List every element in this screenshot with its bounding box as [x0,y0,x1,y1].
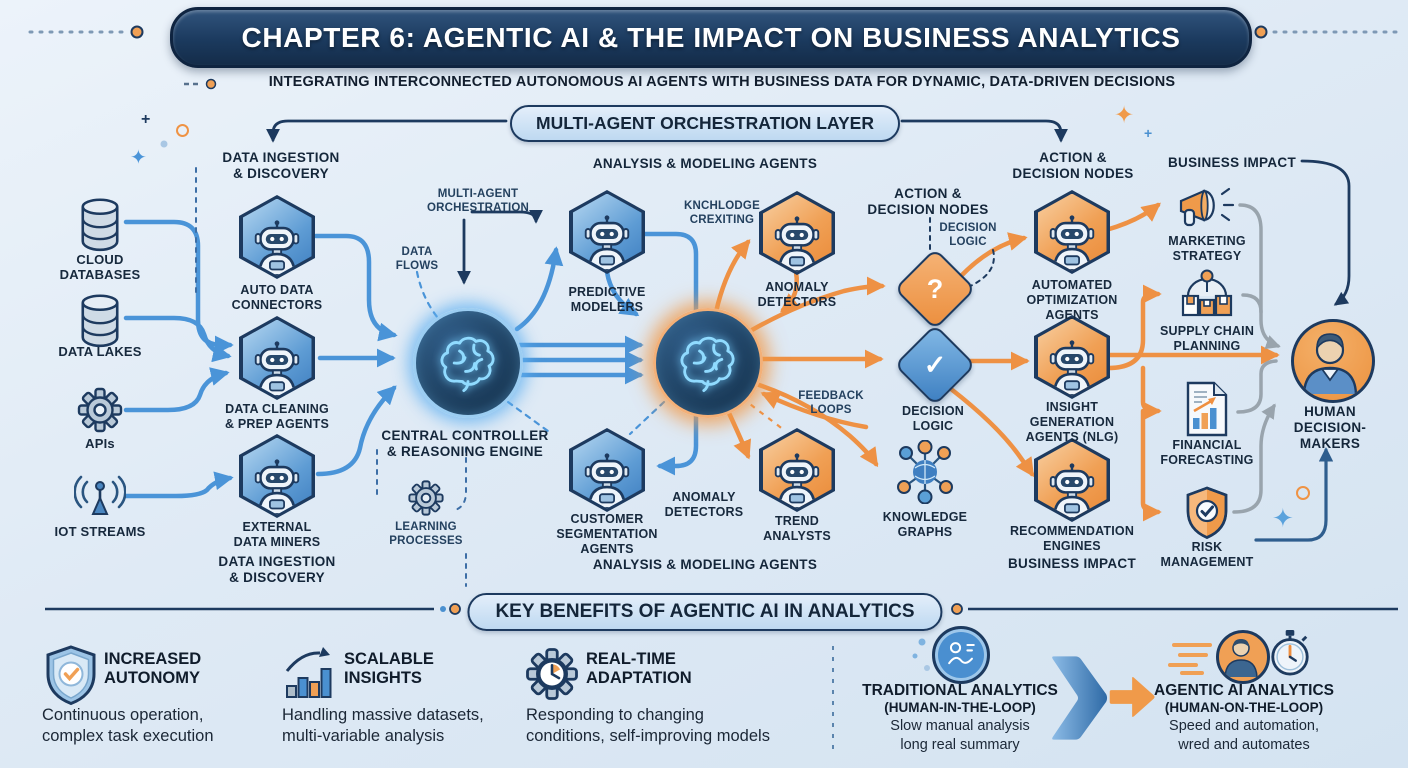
heading-ingestion-bottom: DATA INGESTION & DISCOVERY [218,554,336,585]
brain-icon [672,327,744,399]
shield-icon [1186,486,1228,539]
impact-label: SUPPLY CHAIN PLANNING [1159,324,1255,353]
agent-label: AUTOMATED OPTIMIZATION AGENTS [1026,278,1118,322]
knowledge-graphs-label: KNOWLEDGE GRAPHS [882,510,968,539]
page-subtitle: INTEGRATING INTERCONNECTED AUTONOMOUS AI… [268,74,1176,90]
agent-label: DATA CLEANING & PREP AGENTS [224,402,330,431]
impact-label: RISK MANAGEMENT [1160,540,1254,569]
source-label: APIs [85,436,115,451]
recommendation-engines-node [1034,438,1110,522]
benefits-banner: KEY BENEFITS OF AGENTIC AI IN ANALYTICS [467,593,943,631]
trend-analysts-node [759,428,835,512]
ring-decoration [1296,486,1310,500]
plus-decoration: + [141,111,151,128]
transition-arrow-icon [1109,677,1155,717]
agent-label: PREDICTIVE MODELERS [568,285,646,314]
external-data-miners-node [239,434,315,518]
bar-chart-icon [285,647,332,698]
orchestration-layer-banner: MULTI-AGENT ORCHESTRATION LAYER [509,105,901,142]
reasoning-hub-node [653,308,763,418]
source-label: CLOUD DATABASES [59,252,141,283]
question-mark-icon: ? [926,273,944,304]
person-icon [1302,333,1358,398]
benefit-desc: Responding to changing conditions, self-… [526,706,770,746]
heading-impact-bottom: BUSINESS IMPACT [1007,556,1137,571]
agent-label: RECOMMENDATION ENGINES [1009,524,1135,553]
agentic-desc: Speed and automation, wred and automates [1169,718,1319,753]
auto-data-connectors-node [239,195,315,279]
central-controller-label: CENTRAL CONTROLLER & REASONING ENGINE [381,428,549,459]
decision-logic-label: DECISION LOGIC [901,404,965,433]
traditional-subtitle: (HUMAN-IN-THE-LOOP) [884,700,1036,715]
database-icon [74,196,126,252]
agentic-person-icon [1216,630,1270,684]
impact-label: MARKETING STRATEGY [1168,234,1246,263]
sparkle-icon: ✦ [130,147,147,169]
insight-generation-node [1034,315,1110,399]
megaphone-icon [1179,187,1235,227]
learning-processes-note: LEARNING PROCESSES [389,521,463,547]
decision-logic-note: DECISION LOGIC [939,222,997,248]
orchestration-note: MULTI-AGENT ORCHESTRATION [426,188,530,214]
sparkle-icon: ✦ [1272,503,1294,533]
agent-label: CUSTOMER SEGMENTATION AGENTS [556,512,658,556]
antenna-icon [74,475,126,515]
central-controller-node [413,308,523,418]
customer-segmentation-node [569,428,645,512]
benefit-desc: Handling massive datasets, multi-variabl… [282,706,484,746]
speed-lines-icon [1168,643,1212,675]
transition-chevron-icon [1052,656,1108,740]
heading-action-top: ACTION & DECISION NODES [1012,150,1134,181]
agentic-subtitle: (HUMAN-ON-THE-LOOP) [1164,700,1324,715]
ring-decoration [176,124,189,137]
predictive-modelers-node [569,190,645,274]
gear-icon [407,479,445,517]
anomaly-detectors-note: ANOMALY DETECTORS [664,490,744,519]
agent-label: INSIGHT GENERATION AGENTS (NLG) [1025,400,1119,444]
knowledge-graph-icon [897,440,953,504]
impact-label: FINANCIAL FORECASTING [1160,438,1254,467]
feedback-loops-note: FEEDBACK LOOPS [798,390,864,416]
anomaly-detectors-node [759,191,835,275]
sparkle-icon: ✦ [1114,102,1135,129]
agent-label: EXTERNAL DATA MINERS [233,520,321,549]
traditional-desc: Slow manual analysis long real summary [890,718,1030,753]
heading-analysis-top: ANALYSIS & MODELING AGENTS [592,156,818,171]
shield-check-icon [46,645,96,706]
checkmark-icon: ✓ [923,349,947,380]
manual-analysis-glyph [948,642,975,665]
plus-decoration: + [1144,125,1153,141]
gear-clock-icon [524,646,580,702]
agent-label: TREND ANALYSTS [763,514,831,543]
heading-impact-top: BUSINESS IMPACT [1167,155,1297,170]
data-cleaning-prep-node [239,316,315,400]
financial-doc-icon [1186,381,1228,437]
benefit-title: SCALABLE INSIGHTS [344,650,434,688]
agent-label: AUTO DATA CONNECTORS [231,283,323,312]
human-decision-makers-label: HUMAN DECISION-MAKERS [1293,404,1367,451]
benefit-desc: Continuous operation, complex task execu… [42,706,214,746]
automated-optimization-node [1034,190,1110,274]
source-label: DATA LAKES [58,344,142,359]
database-icon [74,292,126,348]
source-label: IOT STREAMS [54,524,146,539]
traditional-title: TRADITIONAL ANALYTICS [862,682,1058,699]
supply-chain-icon [1181,269,1233,317]
benefit-title: REAL-TIME ADAPTATION [586,650,692,688]
brain-icon [432,327,504,399]
agentic-title: AGENTIC AI ANALYTICS [1154,682,1334,699]
stopwatch-icon [1271,630,1309,676]
benefit-title: INCREASED AUTONOMY [104,650,202,688]
heading-ingestion-top: DATA INGESTION & DISCOVERY [222,150,340,181]
data-flows-note: DATA FLOWS [395,246,439,272]
knowledge-creating-note: KNCHLODGE CREXITING [684,200,760,226]
heading-action-mid: ACTION & DECISION NODES [867,186,989,217]
heading-analysis-bottom: ANALYSIS & MODELING AGENTS [592,557,818,572]
traditional-analytics-icon [932,626,990,684]
page-title: CHAPTER 6: AGENTIC AI & THE IMPACT ON BU… [170,7,1252,68]
human-decision-makers-avatar [1291,319,1375,403]
agent-label: ANOMALY DETECTORS [757,280,837,309]
gear-icon [76,386,124,434]
